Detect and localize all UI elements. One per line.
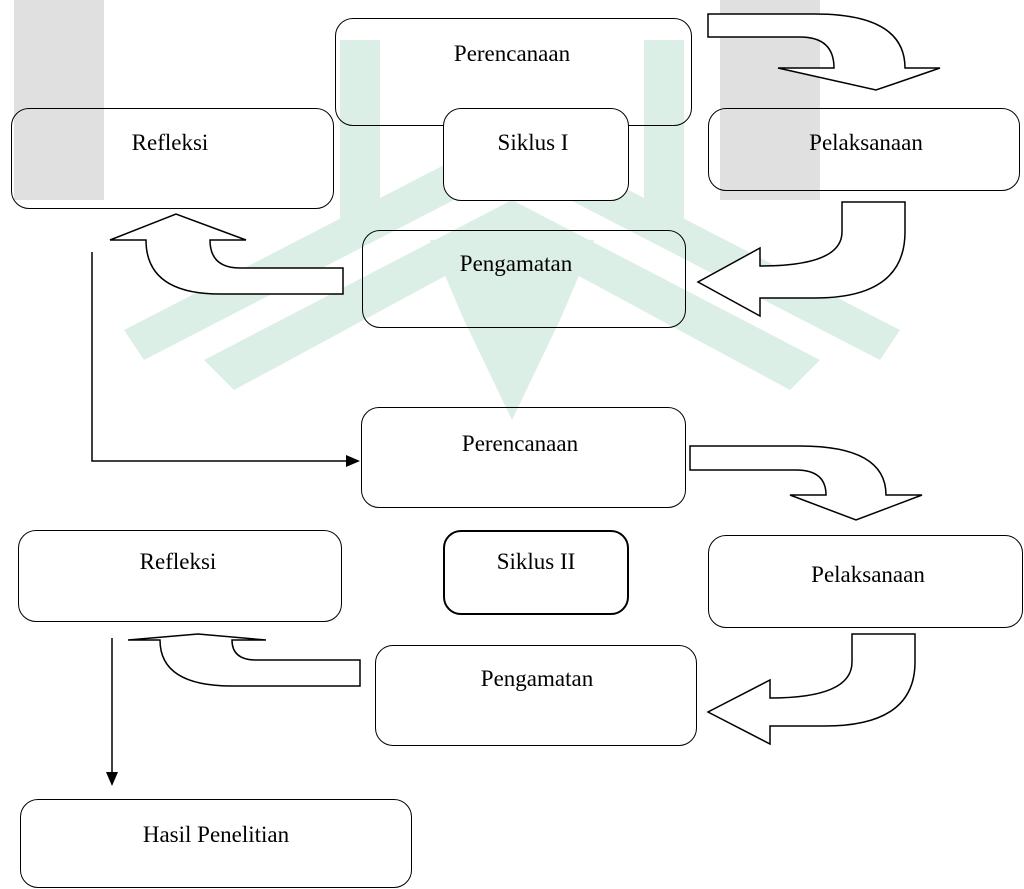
result-label: Hasil Penelitian xyxy=(142,822,290,847)
arrow-action-to-observation-2 xyxy=(706,633,916,746)
planning-label-1: Perencanaan xyxy=(453,41,571,66)
action-box-2 xyxy=(708,535,1023,628)
action-label-2: Pelaksanaan xyxy=(811,562,925,587)
cycle-label-1: Siklus I xyxy=(497,130,569,155)
planning-box-2 xyxy=(361,407,686,508)
action-label-1: Pelaksanaan xyxy=(809,130,923,155)
arrow-planning-to-action-1 xyxy=(707,13,941,91)
observation-box-1 xyxy=(362,230,686,328)
planning-label-2: Perencanaan xyxy=(461,431,579,456)
cycle-label-2: Siklus II xyxy=(496,549,576,574)
arrow-planning-to-action-2 xyxy=(689,445,923,521)
connector-to-cycle2 xyxy=(91,252,350,462)
result-box xyxy=(20,799,412,888)
connector-arrowhead xyxy=(346,455,360,467)
reflection-label-2: Refleksi xyxy=(139,549,217,574)
cycle-box-2 xyxy=(443,530,629,615)
arrow-observation-to-reflection-2 xyxy=(127,633,361,687)
reflection-box-2 xyxy=(18,530,342,622)
arrow-action-to-observation-1 xyxy=(696,201,906,318)
reflection-box-1 xyxy=(11,108,334,209)
result-arrowhead xyxy=(106,772,118,786)
reflection-label-1: Refleksi xyxy=(131,130,209,155)
observation-label-1: Pengamatan xyxy=(459,251,573,276)
observation-label-2: Pengamatan xyxy=(480,666,594,691)
cycle-box-1 xyxy=(443,108,629,201)
arrow-observation-to-reflection-1 xyxy=(109,213,344,295)
observation-box-2 xyxy=(375,645,697,746)
action-box-1 xyxy=(708,108,1020,191)
